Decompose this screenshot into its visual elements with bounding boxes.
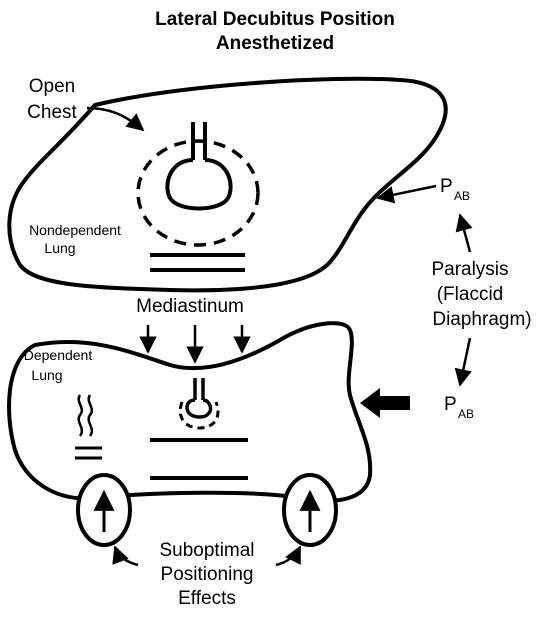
dependent-lung-label-line1: Dependent [24,347,93,363]
paralysis-to-lower-pab-arrow [454,337,472,387]
pab-lower-label: P AB [444,394,474,421]
dependent-lung-label-line2: Lung [31,367,62,383]
pab-upper-arrow [376,184,437,204]
secretion-squiggle-right [87,394,94,437]
large-compression-arrow [360,388,410,418]
dependent-lung-dashed-boundary [178,401,220,430]
diagram-title-line1: Lateral Decubitus Position [155,9,395,30]
pab-lower-subscript: AB [458,407,474,421]
paralysis-label-line1: Paralysis [431,259,508,280]
pab-lower-main: P [444,394,457,415]
nondependent-lung-label-line2: Lung [44,240,75,256]
paralysis-label-line3: Diaphragm) [432,309,531,330]
mediastinum-label: Mediastinum [136,296,244,317]
nondependent-lung-bronchus [165,122,233,211]
pab-upper-label: P AB [440,176,470,203]
pab-upper-main: P [440,176,453,197]
nondependent-lung-label-line1: Nondependent [29,222,121,238]
diagram-title-line2: Anesthetized [216,33,334,54]
suboptimal-label-line2: Positioning [161,564,254,585]
paralysis-to-upper-pab-arrow [455,213,473,253]
dependent-lung-bronchus [185,378,213,419]
suboptimal-arrow-left [112,545,139,567]
dependent-hemithorax-outline [7,321,373,503]
pab-upper-subscript: AB [454,189,470,203]
suboptimal-label-line1: Suboptimal [159,540,254,561]
open-chest-arrow [86,106,145,132]
paralysis-label-line2: (Flaccid [437,284,504,305]
open-chest-label-line1: Open [29,76,75,97]
suboptimal-arrow-right [275,545,302,567]
open-chest-label-line2: Chest [27,102,77,123]
suboptimal-label-line3: Effects [178,588,236,609]
secretion-squiggle-left [77,394,84,437]
nondependent-dashed-lung-boundary [136,139,260,247]
nondependent-hemithorax-outline [7,76,448,293]
